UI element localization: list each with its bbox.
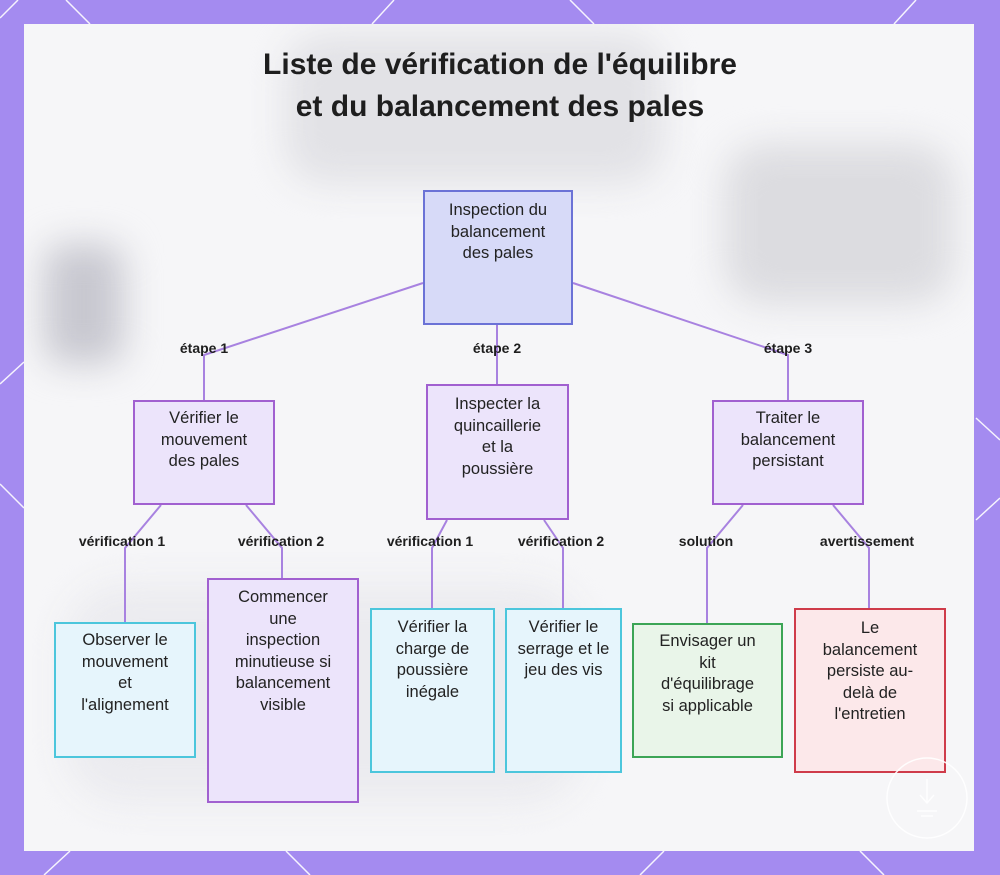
step-node-2-text: Inspecter la quincaillerie et la poussiè… <box>453 395 542 478</box>
check-node-2-text: Commencer une inspection minutieuse si b… <box>234 588 332 714</box>
connector-step2-leaf3 <box>431 519 448 608</box>
connector-root-step1 <box>203 282 424 400</box>
edge-label-leaf5: solution <box>678 533 734 549</box>
background-blur-shape <box>724 144 954 304</box>
root-node-text: Inspection du balancement des pales <box>448 201 548 262</box>
connector-step3-leaf6 <box>832 504 870 608</box>
check-node-3-text: Vérifier la charge de poussière inégale <box>395 618 470 701</box>
check-node-2: Commencer une inspection minutieuse si b… <box>207 578 359 803</box>
check-node-1-text: Observer le mouvement et l'alignement <box>81 631 169 714</box>
edge-label-step1: étape 1 <box>179 340 229 356</box>
background-blur-shape <box>284 34 664 184</box>
edge-label-step2: étape 2 <box>472 340 522 356</box>
solution-node: Envisager un kit d'équilibrage si applic… <box>632 623 783 758</box>
root-node: Inspection du balancement des pales <box>423 190 573 325</box>
connector-step2-leaf4 <box>543 519 564 608</box>
title-line-2: et du balancement des pales <box>295 90 705 123</box>
solution-node-text: Envisager un kit d'équilibrage si applic… <box>659 632 756 715</box>
watermark-logo <box>886 757 968 839</box>
background-blur-shape <box>44 244 124 364</box>
check-node-1: Observer le mouvement et l'alignement <box>54 622 196 758</box>
step-node-1-text: Vérifier le mouvement des pales <box>160 409 248 470</box>
step-node-1: Vérifier le mouvement des pales <box>133 400 275 505</box>
check-node-3: Vérifier la charge de poussière inégale <box>370 608 495 773</box>
connector-step1-leaf1 <box>124 504 162 622</box>
warning-node: Le balancement persiste au-delà de l'ent… <box>794 608 946 773</box>
edge-label-leaf3: vérification 1 <box>386 533 474 549</box>
step-node-3: Traiter le balancement persistant <box>712 400 864 505</box>
edge-label-leaf1: vérification 1 <box>78 533 166 549</box>
step-node-2: Inspecter la quincaillerie et la poussiè… <box>426 384 569 520</box>
step-node-3-text: Traiter le balancement persistant <box>740 409 836 470</box>
edge-label-leaf4: vérification 2 <box>517 533 605 549</box>
title-line-1: Liste de vérification de l'équilibre <box>263 48 737 81</box>
diagram-title: Liste de vérification de l'équilibre et … <box>0 44 1000 128</box>
check-node-4: Vérifier le serrage et le jeu des vis <box>505 608 622 773</box>
connector-root-step3 <box>572 282 789 400</box>
warning-node-text: Le balancement persiste au-delà de l'ent… <box>822 619 918 723</box>
edge-label-step3: étape 3 <box>763 340 813 356</box>
connector-step1-leaf2 <box>245 504 283 578</box>
connector-step3-leaf5 <box>706 504 744 623</box>
edge-label-leaf6: avertissement <box>819 533 915 549</box>
edge-label-leaf2: vérification 2 <box>237 533 325 549</box>
check-node-4-text: Vérifier le serrage et le jeu des vis <box>517 618 610 679</box>
